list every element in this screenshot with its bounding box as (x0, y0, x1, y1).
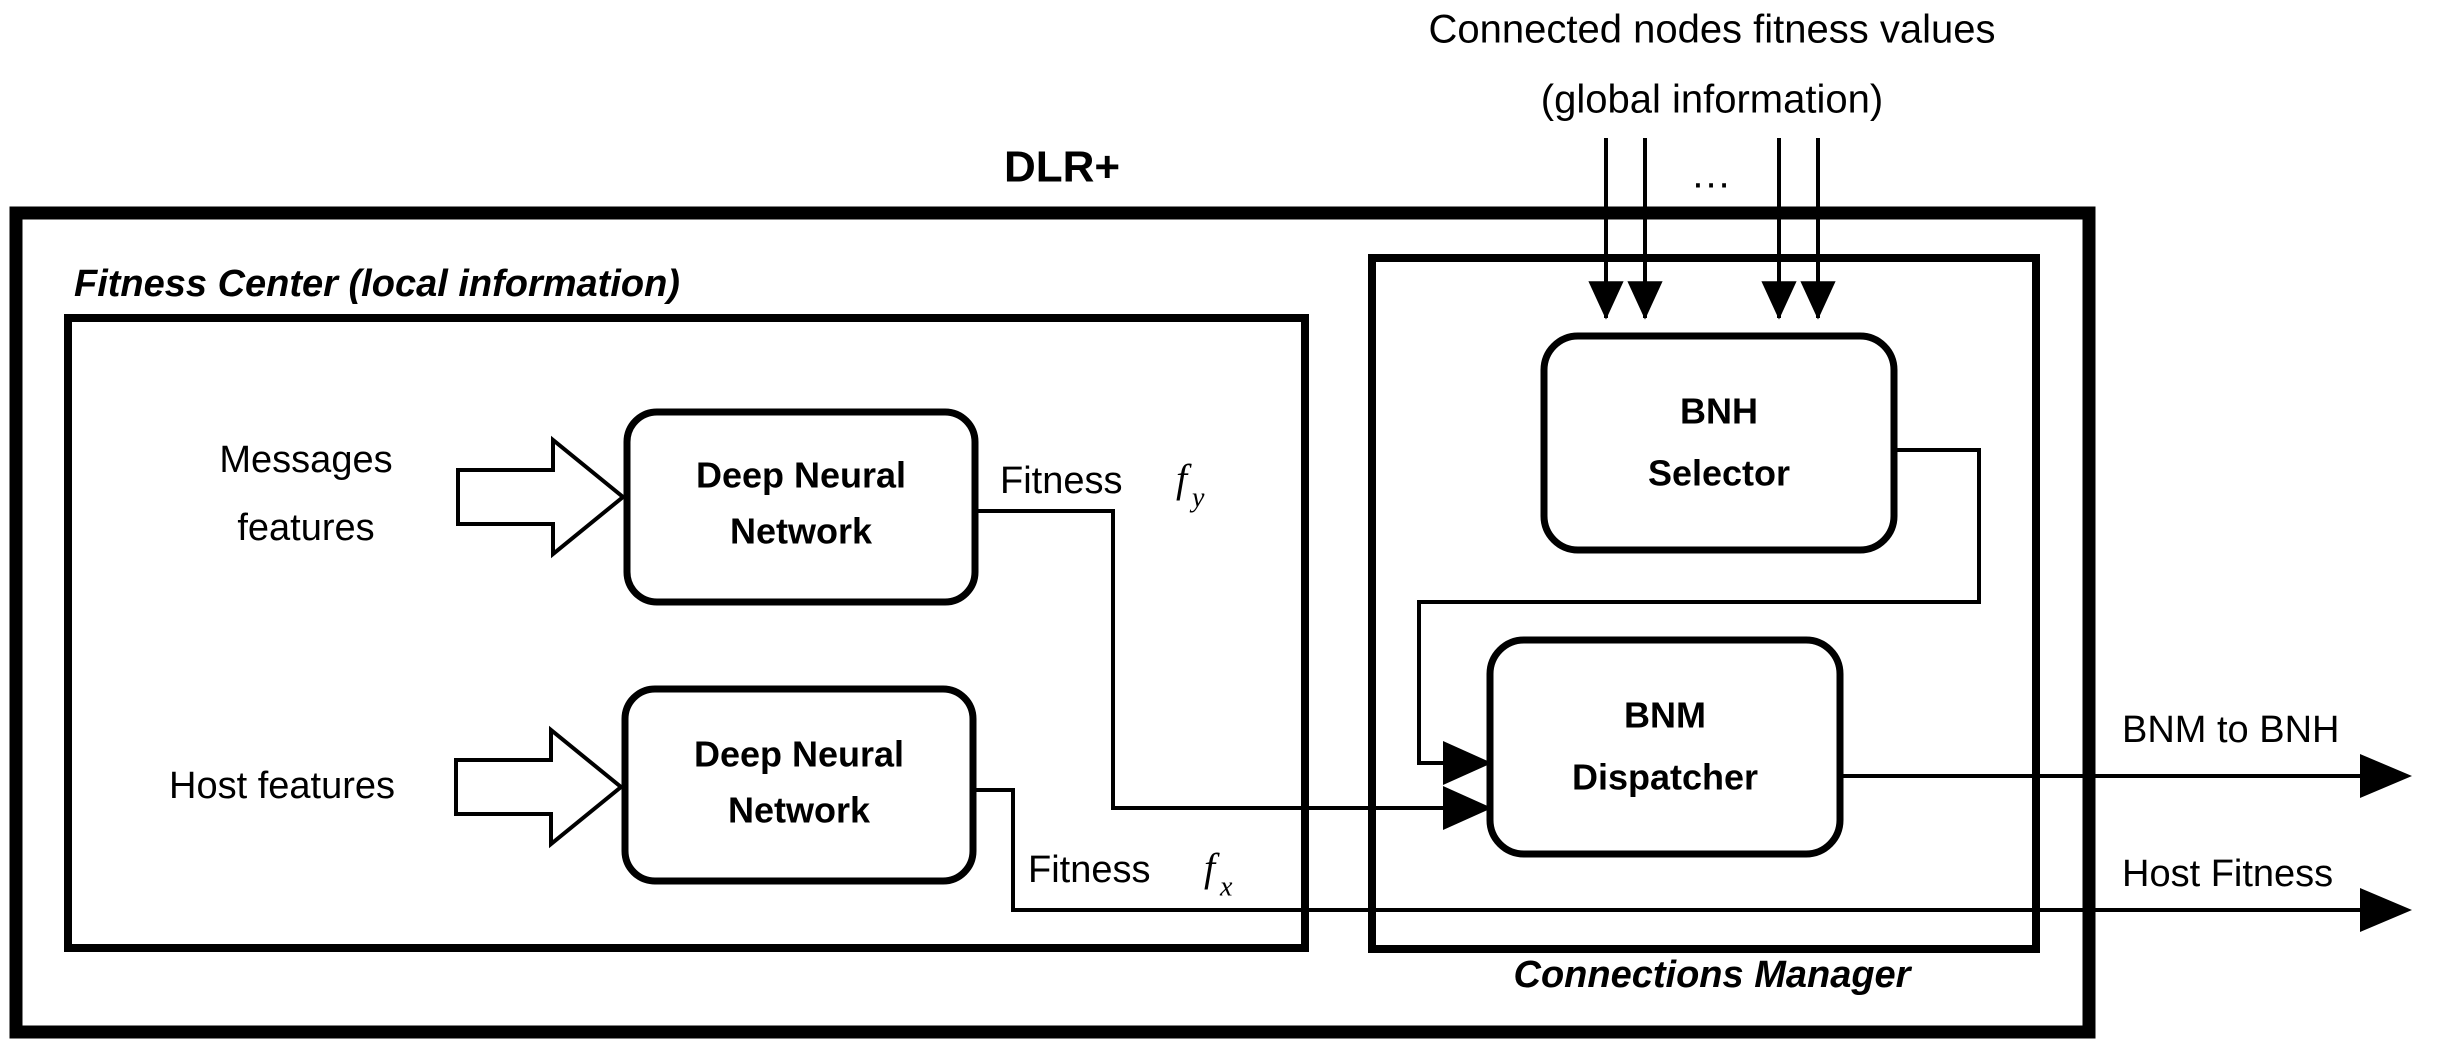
connections-manager-label: Connections Manager (1514, 954, 1913, 996)
deep-neural-network-box-2[interactable] (621, 685, 977, 885)
top-caption-line2: (global information) (1541, 78, 1883, 122)
dlr-plus-outer-box (9, 206, 2096, 1039)
top-caption-line1: Connected nodes fitness values (1428, 8, 1995, 52)
bnm-dispatcher-line2: Dispatcher (1572, 757, 1758, 798)
fitness-fx-label: Fitness (1028, 849, 1150, 891)
fitness-fx-host-fitness-wire (973, 788, 2360, 912)
dnn-box-2-line1: Deep Neural (694, 734, 904, 775)
page-title: DLR+ (1004, 143, 1120, 192)
output-label-host-fitness: Host Fitness (2122, 853, 2333, 895)
ellipsis-label: ... (1692, 153, 1731, 197)
bnm-dispatcher-box[interactable] (1486, 636, 1844, 858)
dnn-box-1-line2: Network (730, 511, 873, 552)
fitness-center-label: Fitness Center (local information) (74, 263, 680, 305)
bnm-to-bnh-arrowhead (2360, 754, 2412, 798)
bnh-to-bnm-feedback-arrowhead (1443, 741, 1492, 785)
dnn-box-1-line1: Deep Neural (696, 455, 906, 496)
block-arrow-icon-messages (456, 435, 627, 559)
input-label-messages-line1: Messages (219, 439, 392, 481)
fitness-fy-arrowhead (1443, 786, 1492, 830)
input-label-host-features: Host features (169, 765, 395, 807)
fitness-fy-symbol: f (1176, 456, 1192, 501)
fitness-fx-symbol: f (1204, 845, 1220, 890)
dnn-box-2-line2: Network (728, 790, 871, 831)
fitness-fy-label: Fitness (1000, 460, 1122, 502)
connections-manager-box (1368, 254, 2040, 953)
fitness-center-box (64, 314, 1309, 952)
block-arrow-icon-host (454, 725, 625, 849)
fitness-fx-subscript: x (1219, 871, 1233, 902)
output-label-bnm-to-bnh: BNM to BNH (2122, 709, 2339, 751)
bnh-selector-line2: Selector (1648, 453, 1790, 494)
bnm-dispatcher-line1: BNM (1624, 695, 1706, 736)
input-label-messages-line2: features (237, 507, 374, 549)
bnh-selector-box[interactable] (1540, 332, 1898, 554)
fitness-fy-wire (975, 509, 1443, 810)
bnh-selector-line1: BNH (1680, 391, 1758, 432)
deep-neural-network-box-1[interactable] (623, 408, 979, 606)
host-fitness-arrowhead (2360, 888, 2412, 932)
fitness-fy-subscript: y (1189, 482, 1205, 513)
bnh-to-bnm-feedback-wire (1417, 448, 1981, 765)
